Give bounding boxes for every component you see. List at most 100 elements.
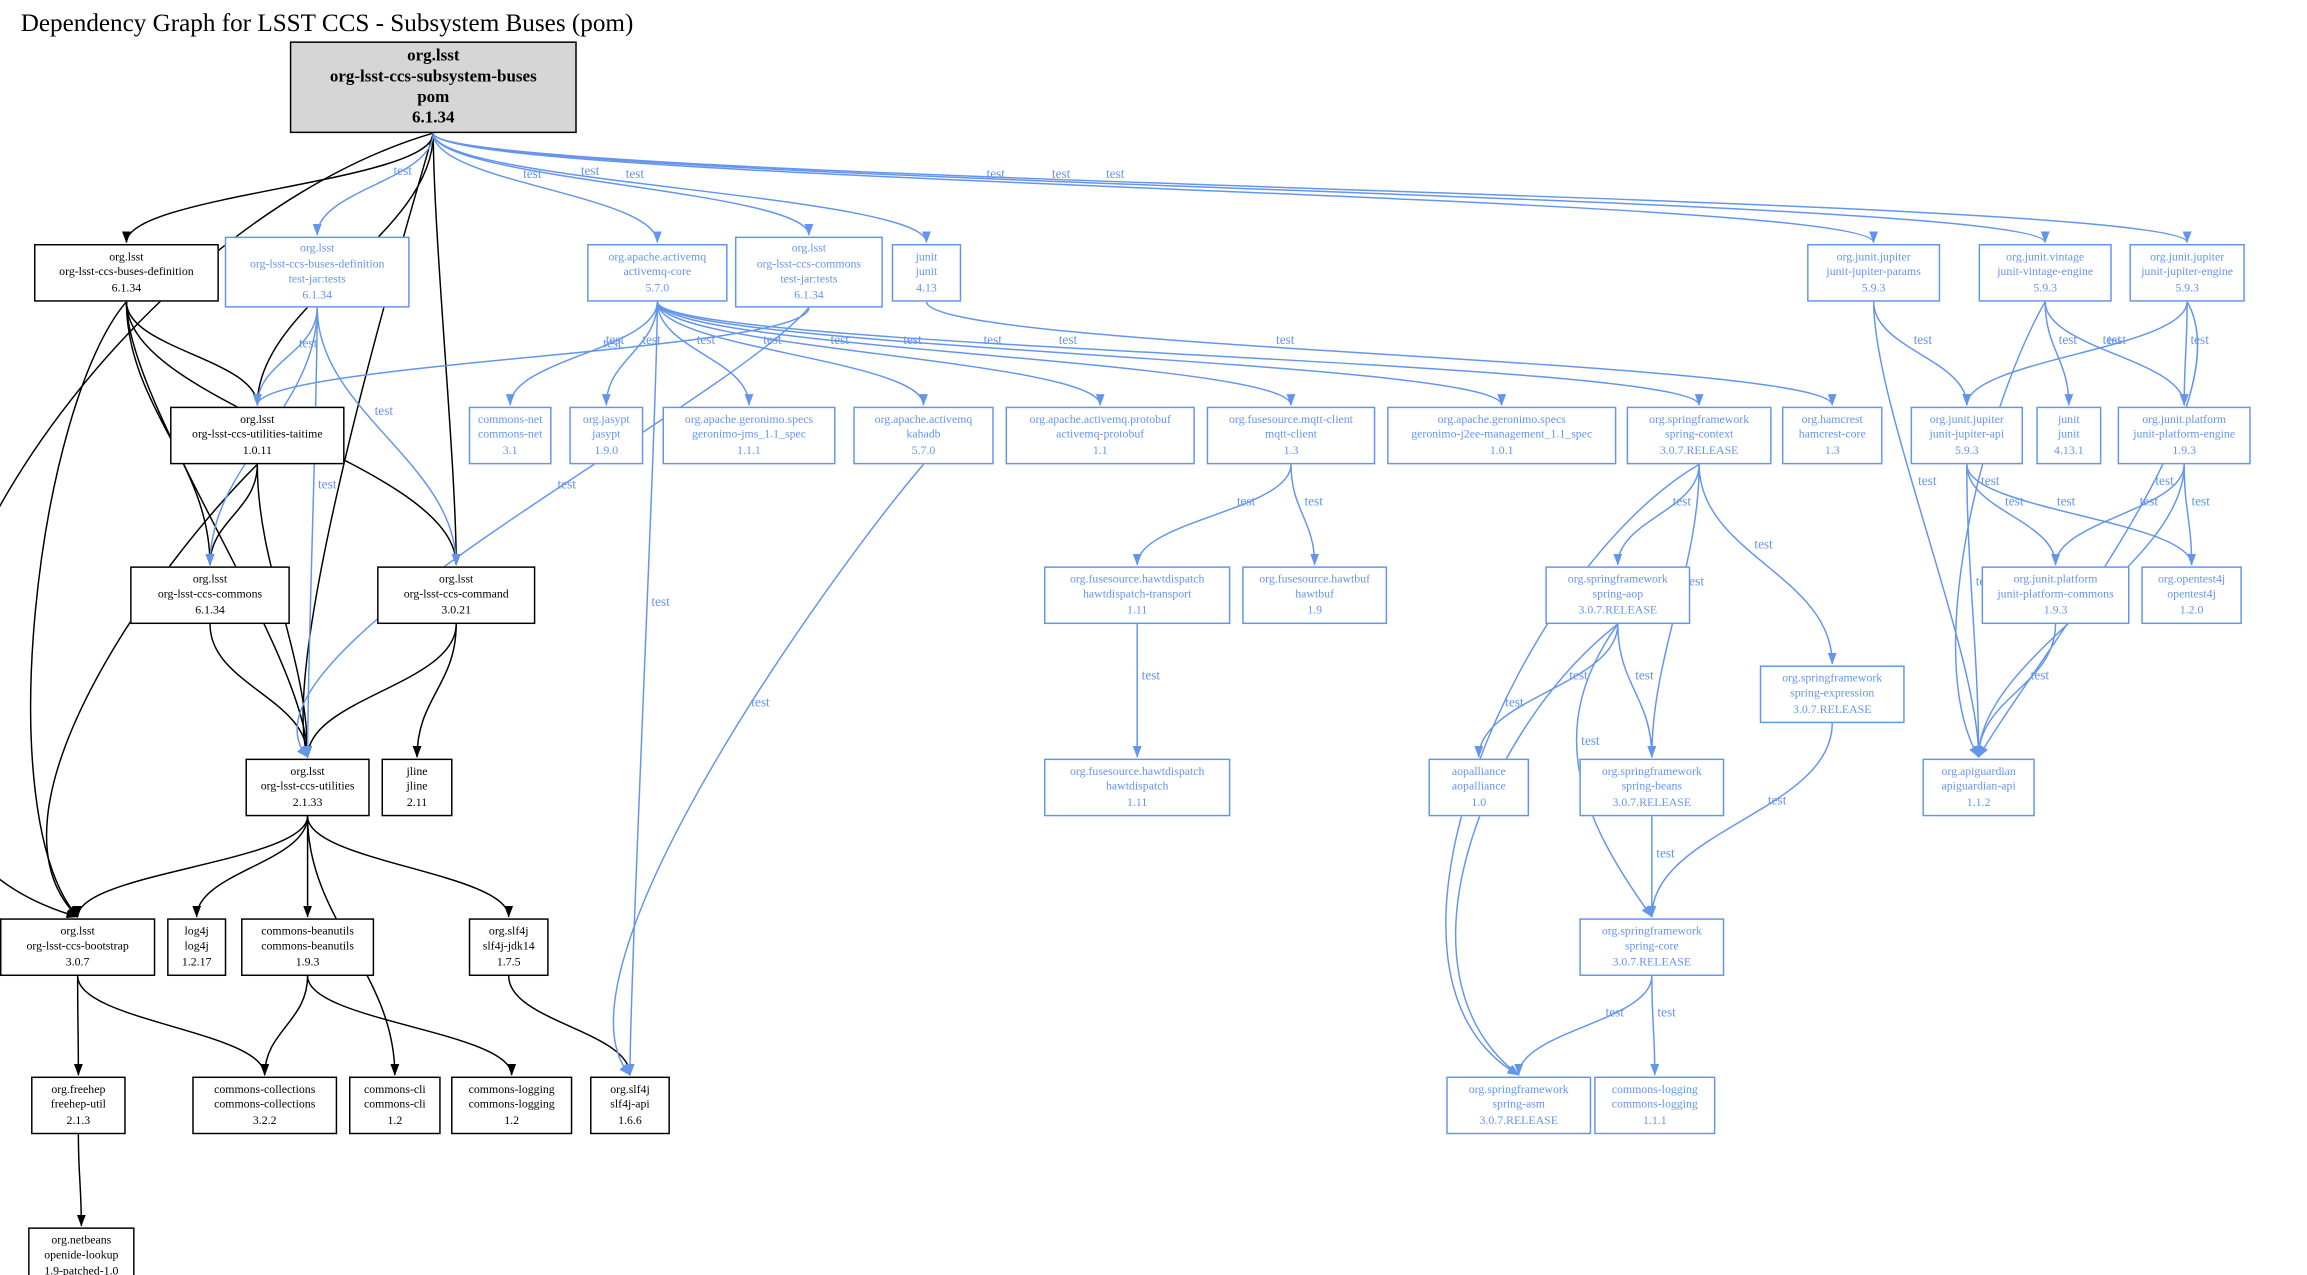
edge-mqtt_client-to-hawt_transport bbox=[1132, 464, 1292, 566]
node-label-line: 1.7.5 bbox=[496, 954, 521, 969]
node-label-line: jline bbox=[406, 764, 428, 778]
node-label-line: org.fusesource.mqtt-client bbox=[1228, 412, 1353, 426]
node-label-line: org.springframework bbox=[1601, 923, 1702, 938]
node-label-line: 1.9.3 bbox=[295, 954, 320, 969]
edge-label: test bbox=[1304, 494, 1323, 509]
node-label-line: 1.0.1 bbox=[1489, 443, 1514, 457]
node-label-line: 6.1.34 bbox=[111, 280, 142, 294]
node-label-line: org-lsst-ccs-buses-definition bbox=[249, 256, 385, 270]
edge-freehep-to-openide bbox=[76, 1134, 86, 1227]
edge-ccs_commons-to-ccs_utilities bbox=[209, 624, 313, 758]
node-label-line: org.hamcrest bbox=[1801, 412, 1863, 426]
node-label-line: org.slf4j bbox=[610, 1082, 650, 1096]
edge-label: test bbox=[1276, 332, 1295, 347]
node-label-line: aopalliance bbox=[1451, 764, 1506, 778]
edge-label: test bbox=[1768, 793, 1787, 808]
edge-label: test bbox=[2140, 494, 2159, 509]
edge-jupiter_engine-to-jupiter_api bbox=[1962, 301, 2188, 406]
node-label-line: commons-logging bbox=[1611, 1097, 1698, 1111]
edge-busdef_tests-to-ccs_utilities bbox=[303, 307, 318, 758]
node-label-line: 1.9.3 bbox=[2172, 443, 2197, 457]
edge-label: test bbox=[2031, 667, 2050, 682]
node-label-line: org.lsst bbox=[439, 571, 474, 586]
edge-bootstrap-to-commons_collections bbox=[76, 975, 270, 1076]
edge-label: test bbox=[642, 332, 661, 347]
node-label-line: 3.0.7 bbox=[65, 954, 90, 969]
node-label-line: commons-logging bbox=[1611, 1082, 1698, 1096]
edge-bootstrap-to-freehep bbox=[73, 976, 83, 1076]
node-label-line: org.junit.jupiter bbox=[1836, 249, 1911, 263]
node-label-line: 1.2 bbox=[387, 1113, 403, 1127]
edge-jupiter_engine-to-apiguardian bbox=[1977, 301, 2199, 758]
edge-label: test bbox=[903, 332, 922, 347]
edge-root-to-vintage_engine bbox=[432, 132, 2050, 244]
edge-label: test bbox=[987, 166, 1006, 181]
node-label-line: commons-beanutils bbox=[261, 923, 354, 938]
edge-activemq_core-to-commons_net bbox=[505, 301, 659, 406]
node-label-line: org.fusesource.hawtbuf bbox=[1259, 571, 1371, 586]
node-label-line: hamcrest-core bbox=[1798, 427, 1866, 442]
node-label-line: 4.13 bbox=[916, 280, 937, 294]
node-label-line: org.junit.jupiter bbox=[2150, 249, 2225, 263]
node-label-line: spring-asm bbox=[1492, 1097, 1546, 1111]
edge-activemq_core-to-spring_context bbox=[656, 301, 1704, 406]
node-label-line: 1.2 bbox=[504, 1113, 520, 1127]
edge-commons_tests-to-ccs_utilities bbox=[296, 307, 810, 758]
edge-platform_commons-to-apiguardian bbox=[1974, 624, 2057, 758]
edge-taitime-to-ccs_commons bbox=[205, 464, 259, 566]
node-label-line: 6.1.34 bbox=[794, 287, 824, 301]
node-label-line: geronimo-j2ee-management_1.1_spec bbox=[1411, 427, 1593, 442]
node-label-line: test-jar:tests bbox=[780, 272, 838, 286]
edge-label: test bbox=[1581, 733, 1600, 748]
edge-label: test bbox=[1505, 695, 1524, 710]
node-label-line: 2.1.3 bbox=[66, 1113, 91, 1127]
edge-vintage_engine-to-apiguardian bbox=[1954, 301, 2046, 758]
node-label-line: 2.11 bbox=[406, 795, 428, 809]
node-label-line: 1.0 bbox=[1471, 795, 1487, 809]
node-label-line: 5.9.3 bbox=[2033, 280, 2058, 294]
edge-root-to-jupiter_engine bbox=[432, 132, 2192, 244]
node-label-line: org.apache.geronimo.specs bbox=[684, 412, 814, 426]
edge-label: test bbox=[581, 163, 600, 178]
node-label-line: 1.6.6 bbox=[618, 1113, 642, 1127]
edge-root-to-ccs_command bbox=[432, 133, 461, 566]
edge-label: test bbox=[751, 695, 770, 710]
node-label-line: commons-net bbox=[477, 427, 543, 442]
edge-label: test bbox=[697, 332, 716, 347]
edge-label: test bbox=[2190, 332, 2209, 347]
node-label-line: aopalliance bbox=[1451, 779, 1506, 794]
edge-activemq_core-to-geronimo_jms bbox=[656, 301, 754, 406]
edge-busdef-to-taitime bbox=[125, 301, 262, 406]
edge-spring_context-to-spring_expression bbox=[1698, 464, 1837, 665]
edge-busdef-to-bootstrap bbox=[29, 301, 127, 918]
node-label-line: log4j bbox=[184, 923, 209, 938]
node-label-line: 3.0.7.RELEASE bbox=[1659, 443, 1739, 457]
edge-activemq_core-to-jasypt bbox=[601, 301, 659, 406]
node-label-line: junit bbox=[2057, 427, 2080, 442]
edge-busdef-to-ccs_utilities bbox=[125, 301, 313, 758]
node-label-line: 5.7.0 bbox=[645, 280, 670, 294]
node-label-line: org.apache.activemq.protobuf bbox=[1029, 412, 1171, 426]
edge-jupiter_api-to-platform_commons bbox=[1966, 464, 2060, 566]
node-label-line: org.apache.geronimo.specs bbox=[1437, 412, 1566, 426]
node-label-line: org.lsst bbox=[240, 412, 275, 426]
edge-root-to-activemq_core bbox=[432, 133, 662, 244]
node-label-line: spring-context bbox=[1664, 427, 1734, 442]
edge-busdef_tests-to-ccs_command bbox=[316, 307, 461, 566]
node-label-line: slf4j-api bbox=[610, 1097, 650, 1111]
node-label-line: 3.0.7.RELEASE bbox=[1612, 795, 1692, 809]
edge-vintage_engine-to-junit4131 bbox=[2044, 301, 2074, 406]
node-label-line: org.lsst bbox=[109, 249, 144, 263]
node-label-line: org-lsst-ccs-commons bbox=[157, 587, 263, 601]
node-label-line: org.lsst bbox=[60, 923, 95, 938]
edge-spring_aop-to-spring_asm bbox=[1455, 623, 1619, 1076]
edge-label: test bbox=[375, 403, 394, 418]
node-label-line: 5.9.3 bbox=[1954, 443, 1979, 457]
